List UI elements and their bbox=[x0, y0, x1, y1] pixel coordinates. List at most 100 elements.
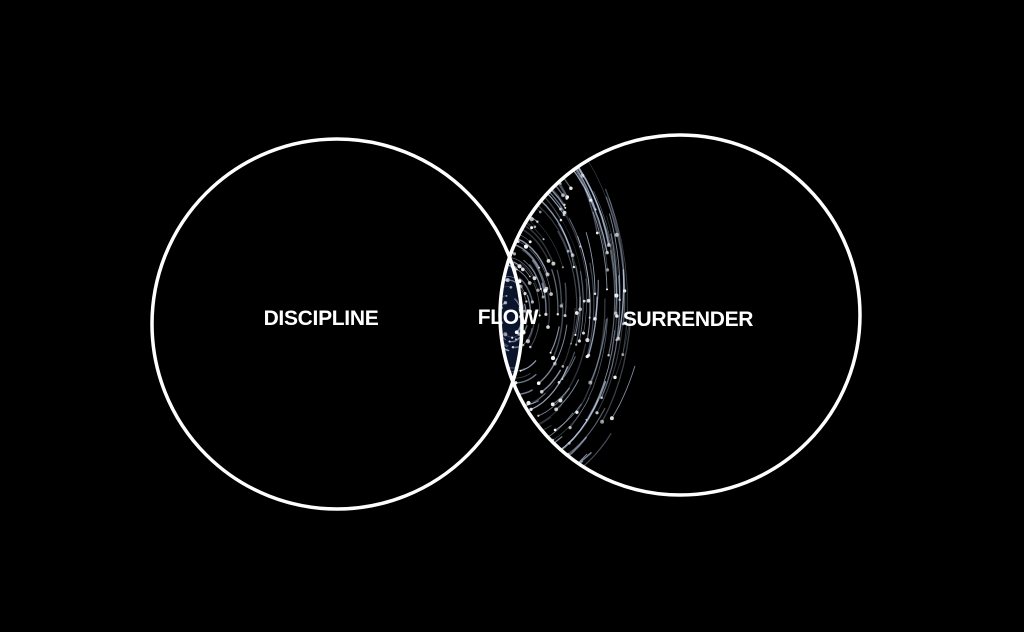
swirl-streak bbox=[605, 196, 626, 325]
swirl-particle bbox=[600, 419, 605, 424]
swirl-particle bbox=[559, 218, 563, 222]
swirl-particle bbox=[563, 314, 567, 318]
swirl-streak bbox=[523, 320, 528, 333]
swirl-streak bbox=[567, 407, 606, 455]
swirl-streak bbox=[521, 289, 527, 302]
swirl-particle bbox=[595, 231, 599, 235]
swirl-particle bbox=[503, 332, 508, 337]
swirl-streak bbox=[584, 188, 598, 234]
swirl-particle bbox=[503, 300, 508, 305]
swirl-streak bbox=[596, 320, 624, 414]
swirl-particle bbox=[595, 411, 599, 415]
swirl-particle bbox=[538, 210, 542, 214]
swirl-particle bbox=[516, 332, 519, 335]
swirl-particle bbox=[616, 336, 621, 341]
swirl-particle bbox=[536, 381, 541, 385]
swirl-particle bbox=[575, 410, 579, 414]
swirl-streak bbox=[540, 369, 562, 393]
swirl-particle bbox=[536, 288, 540, 292]
swirl-particle bbox=[570, 342, 572, 345]
swirl-streak bbox=[518, 277, 534, 303]
swirl-particle bbox=[550, 356, 556, 361]
swirl-particle bbox=[512, 252, 517, 256]
swirl-particle bbox=[509, 285, 513, 289]
swirl-particle bbox=[621, 353, 625, 357]
swirl-streak bbox=[552, 302, 564, 359]
swirl-streak bbox=[546, 287, 551, 328]
swirl-particle bbox=[566, 249, 570, 253]
swirl-streak bbox=[601, 315, 632, 423]
swirl-particle bbox=[582, 299, 586, 303]
swirl-streak bbox=[564, 282, 567, 317]
swirl-streak bbox=[524, 303, 527, 323]
swirl-particle bbox=[546, 258, 551, 263]
swirl-streak bbox=[555, 210, 585, 302]
swirl-streak bbox=[577, 235, 591, 341]
swirl-streak bbox=[559, 206, 589, 302]
swirl-particle bbox=[552, 361, 557, 366]
swirl-streak bbox=[520, 263, 539, 291]
swirl-streak bbox=[559, 224, 575, 268]
swirl-streak bbox=[533, 282, 541, 316]
swirl-particle bbox=[544, 312, 548, 317]
swirl-particle bbox=[524, 321, 527, 324]
swirl-particle bbox=[588, 380, 593, 385]
swirl-streak bbox=[515, 373, 537, 384]
swirl-particle bbox=[556, 312, 560, 316]
swirl-particle bbox=[605, 250, 609, 255]
swirl-particle bbox=[561, 193, 565, 198]
swirl-particle bbox=[522, 309, 526, 313]
swirl-streak bbox=[589, 318, 608, 384]
swirl-streak bbox=[592, 211, 608, 290]
swirl-streak bbox=[562, 307, 576, 367]
swirl-streak bbox=[571, 158, 610, 246]
swirl-particle bbox=[550, 402, 555, 407]
swirl-particle bbox=[546, 325, 550, 329]
swirl-particle bbox=[551, 261, 556, 266]
swirl-streak bbox=[526, 294, 531, 313]
swirl-particle bbox=[529, 407, 533, 412]
swirl-particle bbox=[523, 244, 529, 249]
swirl-streak bbox=[614, 319, 631, 378]
swirl-streak bbox=[557, 230, 578, 314]
swirl-particle bbox=[613, 375, 617, 380]
swirl-streak bbox=[529, 323, 540, 348]
swirl-texture bbox=[500, 135, 636, 495]
swirl-particle bbox=[525, 339, 530, 344]
swirl-streak bbox=[585, 232, 596, 295]
swirl-particle bbox=[525, 300, 528, 303]
swirl-particle bbox=[528, 309, 533, 314]
swirl-particle bbox=[580, 173, 585, 178]
swirl-streak bbox=[585, 317, 617, 421]
swirl-particle bbox=[579, 245, 582, 248]
swirl-streak bbox=[522, 229, 550, 262]
swirl-particle bbox=[605, 288, 609, 291]
swirl-streak bbox=[515, 237, 549, 276]
swirl-particle bbox=[508, 340, 511, 343]
swirl-streak bbox=[531, 259, 547, 292]
swirl-particle bbox=[575, 343, 578, 346]
swirl-particle bbox=[562, 210, 567, 215]
swirl-streak bbox=[529, 264, 542, 290]
swirl-streak bbox=[519, 360, 537, 372]
swirl-streak bbox=[552, 397, 590, 441]
swirl-particle bbox=[533, 225, 537, 229]
swirl-streak bbox=[524, 225, 555, 265]
swirl-streak bbox=[605, 188, 626, 292]
swirl-particle bbox=[554, 407, 558, 412]
intersection-label: FLOW bbox=[478, 306, 539, 329]
swirl-streak bbox=[610, 233, 618, 315]
left-set-circle bbox=[150, 137, 524, 511]
swirl-streak bbox=[600, 275, 621, 399]
swirl-streak bbox=[508, 336, 522, 343]
swirl-streak bbox=[541, 282, 547, 316]
swirl-particle bbox=[614, 232, 619, 237]
swirl-particle bbox=[589, 198, 593, 202]
swirl-particle bbox=[539, 287, 542, 290]
swirl-particle bbox=[565, 197, 568, 200]
swirl-streak bbox=[607, 249, 616, 356]
swirl-streak bbox=[578, 271, 584, 342]
swirl-particle bbox=[511, 336, 514, 339]
swirl-particle bbox=[564, 206, 567, 209]
swirl-particle bbox=[586, 298, 591, 303]
